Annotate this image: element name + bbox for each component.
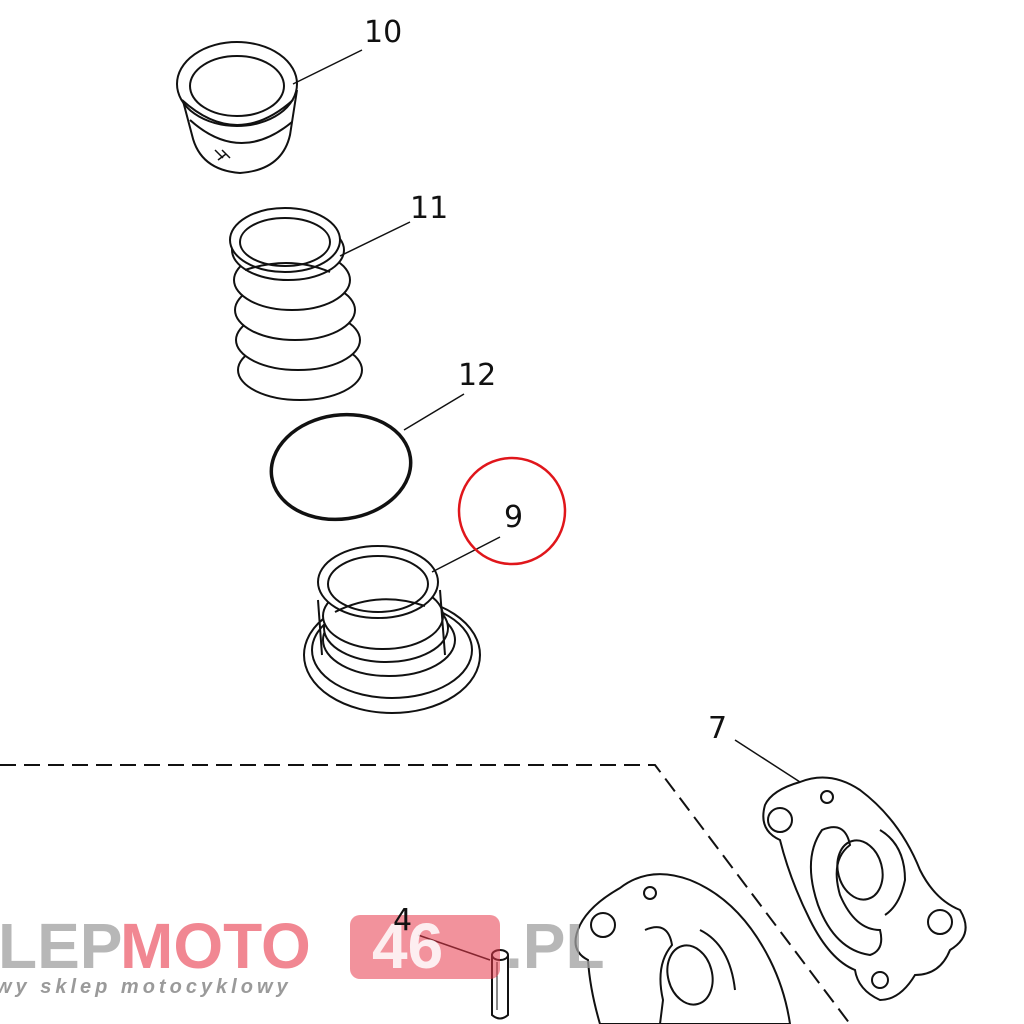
leader-line-9 bbox=[431, 536, 501, 573]
callout-9: 9 bbox=[504, 500, 523, 535]
callout-12: 12 bbox=[458, 358, 496, 393]
watermark: LEP MOTO 46 .PL wy sklep motocyklowy bbox=[0, 910, 605, 998]
watermark-left: LEP bbox=[0, 910, 122, 982]
watermark-mid: MOTO bbox=[120, 910, 311, 982]
leader-line-11 bbox=[339, 221, 411, 257]
part-9-sleeve bbox=[303, 545, 481, 714]
callout-7: 7 bbox=[708, 711, 727, 746]
watermark-tagline: wy sklep motocyklowy bbox=[0, 976, 292, 998]
outer-plate bbox=[574, 873, 792, 1024]
part-12-o-ring bbox=[269, 412, 413, 522]
leader-line-7 bbox=[734, 739, 801, 783]
leader-line-12 bbox=[403, 393, 465, 431]
callout-10: 10 bbox=[364, 15, 402, 50]
part-10-cap bbox=[176, 41, 298, 175]
part-7-gasket bbox=[762, 776, 967, 1002]
leader-line-10 bbox=[292, 49, 363, 85]
callout-4: 4 bbox=[393, 903, 412, 938]
watermark-right: .PL bbox=[505, 910, 605, 982]
highlight-circle bbox=[457, 456, 567, 566]
part-11-spring bbox=[229, 207, 363, 401]
watermark-box-text: 46 bbox=[372, 910, 443, 982]
watermark-box bbox=[350, 915, 500, 979]
assembly-boundary-dashed bbox=[0, 764, 851, 1024]
callout-11: 11 bbox=[410, 191, 448, 226]
